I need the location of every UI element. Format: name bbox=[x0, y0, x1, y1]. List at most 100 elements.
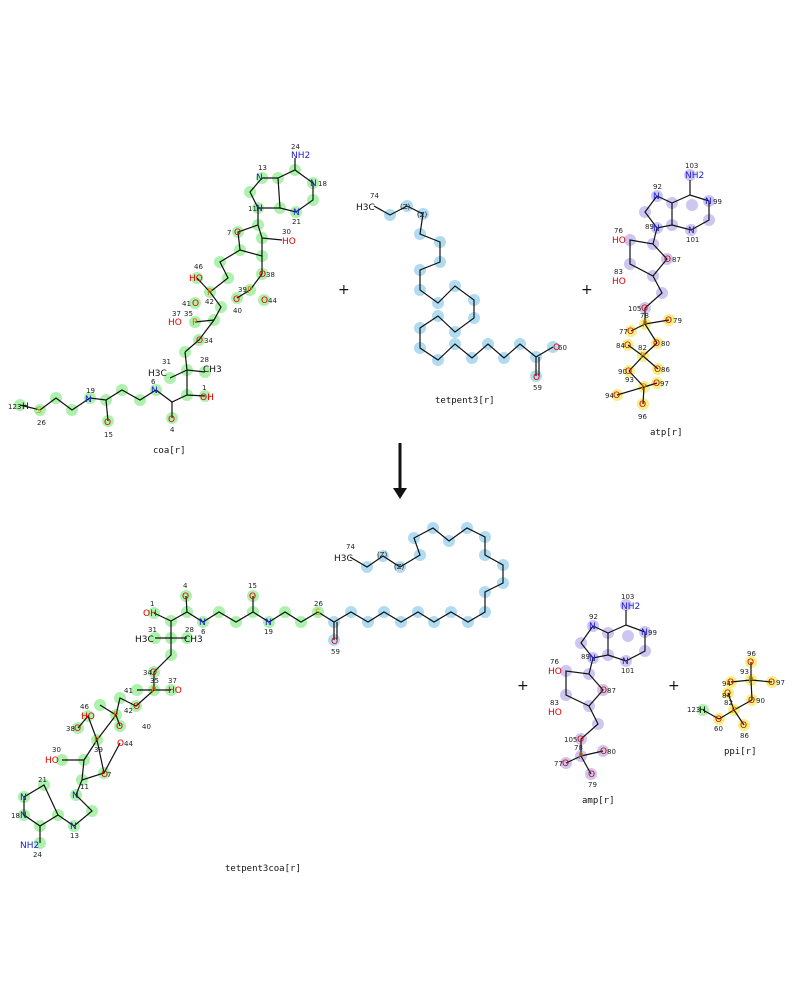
atom-number: 105 bbox=[564, 736, 577, 744]
atom-number: 74 bbox=[346, 543, 355, 551]
atom-label: N bbox=[256, 204, 263, 214]
atom-number: 83 bbox=[550, 699, 559, 707]
atom-label: N bbox=[653, 224, 660, 234]
atom-label: O bbox=[249, 592, 256, 602]
plus-sign: + bbox=[668, 678, 680, 694]
atom-label: O bbox=[101, 770, 108, 780]
tetpent3-atom-labels: H3C 74 O 60 O 59 (Z) (Z) bbox=[356, 192, 567, 392]
atom-number: 79 bbox=[588, 781, 597, 789]
molecule-name-tetpent3: tetpent3[r] bbox=[435, 396, 495, 406]
atom-number: 101 bbox=[621, 667, 634, 675]
atom-number: 92 bbox=[653, 183, 662, 191]
atom-number: 30 bbox=[52, 746, 61, 754]
atom-label: OH bbox=[200, 393, 214, 403]
atom-label: N bbox=[199, 618, 206, 628]
atom-label: HO bbox=[548, 667, 562, 677]
atom-number: 97 bbox=[660, 380, 669, 388]
atom-label: O bbox=[553, 343, 560, 353]
atom-label: H bbox=[22, 402, 29, 412]
atom-number: 11 bbox=[80, 783, 89, 791]
atom-number: 1 bbox=[202, 384, 206, 392]
atom-label: O bbox=[533, 373, 540, 383]
atom-number: 28 bbox=[185, 626, 194, 634]
atom-label: O bbox=[588, 770, 595, 780]
molecule-atp: NH2 103 N 92 N 99 N 89 N 101 O 87 HO 76 … bbox=[605, 162, 722, 438]
atom-label: O bbox=[664, 255, 671, 265]
atom-label: N bbox=[265, 618, 272, 628]
atom-label: N bbox=[256, 173, 263, 183]
atom-number: 41 bbox=[182, 300, 191, 308]
atom-label: P bbox=[247, 286, 253, 296]
atom-number: 86 bbox=[740, 732, 749, 740]
atom-label: HO bbox=[189, 274, 203, 284]
atom-number: 38 bbox=[266, 271, 275, 279]
atom-number: 18 bbox=[318, 180, 327, 188]
atom-label: NH2 bbox=[291, 151, 310, 161]
atom-label: HO bbox=[168, 318, 182, 328]
atom-number: 46 bbox=[80, 703, 89, 711]
atom-label: N bbox=[622, 657, 629, 667]
amp-atom-labels: NH2 103 N 92 N 99 N 89 N 101 O 87 HO 76 … bbox=[548, 593, 657, 789]
atom-label: O bbox=[768, 678, 775, 688]
atom-number: 1 bbox=[150, 600, 154, 608]
atom-number: 26 bbox=[37, 419, 46, 427]
atom-number: 37 bbox=[172, 310, 181, 318]
atom-label: O bbox=[261, 296, 268, 306]
atp-atom-labels: NH2 103 N 92 N 99 N 89 N 101 O 87 HO 76 … bbox=[605, 162, 722, 421]
atom-label: O bbox=[600, 747, 607, 757]
atom-label: CH3 bbox=[184, 635, 203, 645]
atom-label: H3C bbox=[135, 635, 154, 645]
tetpent3-bonds bbox=[373, 205, 554, 376]
atom-number: 78 bbox=[574, 744, 583, 752]
atom-label: O bbox=[740, 721, 747, 731]
atom-label: P bbox=[578, 752, 584, 762]
atom-label: N bbox=[705, 197, 712, 207]
atom-number: 90 bbox=[756, 697, 765, 705]
atom-label: O bbox=[196, 336, 203, 346]
atom-label: P bbox=[748, 676, 754, 686]
atom-number: 30 bbox=[282, 228, 291, 236]
atom-number: 94 bbox=[722, 680, 731, 688]
atom-label: O bbox=[724, 689, 731, 699]
atom-number: 92 bbox=[589, 613, 598, 621]
atom-label: N bbox=[641, 628, 648, 638]
atom-label: (Z) bbox=[417, 211, 428, 219]
atom-number: 96 bbox=[638, 413, 647, 421]
reaction-arrow bbox=[393, 443, 407, 499]
atom-number: 44 bbox=[124, 740, 133, 748]
atom-number: 77 bbox=[619, 328, 628, 336]
atom-number: 86 bbox=[661, 366, 670, 374]
atom-number: 35 bbox=[184, 310, 193, 318]
atom-number: 78 bbox=[640, 312, 649, 320]
atom-label: HO bbox=[612, 236, 626, 246]
atom-number: 42 bbox=[205, 298, 214, 306]
atom-number: 37 bbox=[168, 677, 177, 685]
atom-label: N bbox=[589, 654, 596, 664]
atom-number: 101 bbox=[686, 236, 699, 244]
atom-label: P bbox=[207, 288, 213, 298]
atom-label: HO bbox=[548, 708, 562, 718]
atom-label: N bbox=[293, 208, 300, 218]
atom-number: 13 bbox=[70, 832, 79, 840]
atom-number: 123 bbox=[687, 706, 700, 714]
atom-number: 87 bbox=[672, 256, 681, 264]
atom-label: NH2 bbox=[621, 602, 640, 612]
atom-number: 74 bbox=[370, 192, 379, 200]
atom-label: O bbox=[104, 418, 111, 428]
atom-number: 21 bbox=[292, 218, 301, 226]
atom-number: 83 bbox=[614, 268, 623, 276]
atom-label: O bbox=[150, 668, 157, 678]
atom-label: S bbox=[315, 608, 321, 618]
atom-label: NH2 bbox=[685, 171, 704, 181]
tetpent3coa-bonds bbox=[23, 527, 504, 843]
molecule-coa: NH2 24 N 13 N 18 N 11 N 21 O 7 HO 30 O 3… bbox=[8, 143, 327, 456]
atom-label: (Z) bbox=[377, 551, 388, 559]
atom-label: NH2 bbox=[20, 841, 39, 851]
atom-number: 13 bbox=[258, 164, 267, 172]
coa-highlights bbox=[14, 164, 319, 427]
atom-number: 4 bbox=[183, 582, 188, 590]
atom-number: 41 bbox=[124, 687, 133, 695]
atom-number: 77 bbox=[554, 760, 563, 768]
atom-number: 80 bbox=[607, 748, 616, 756]
